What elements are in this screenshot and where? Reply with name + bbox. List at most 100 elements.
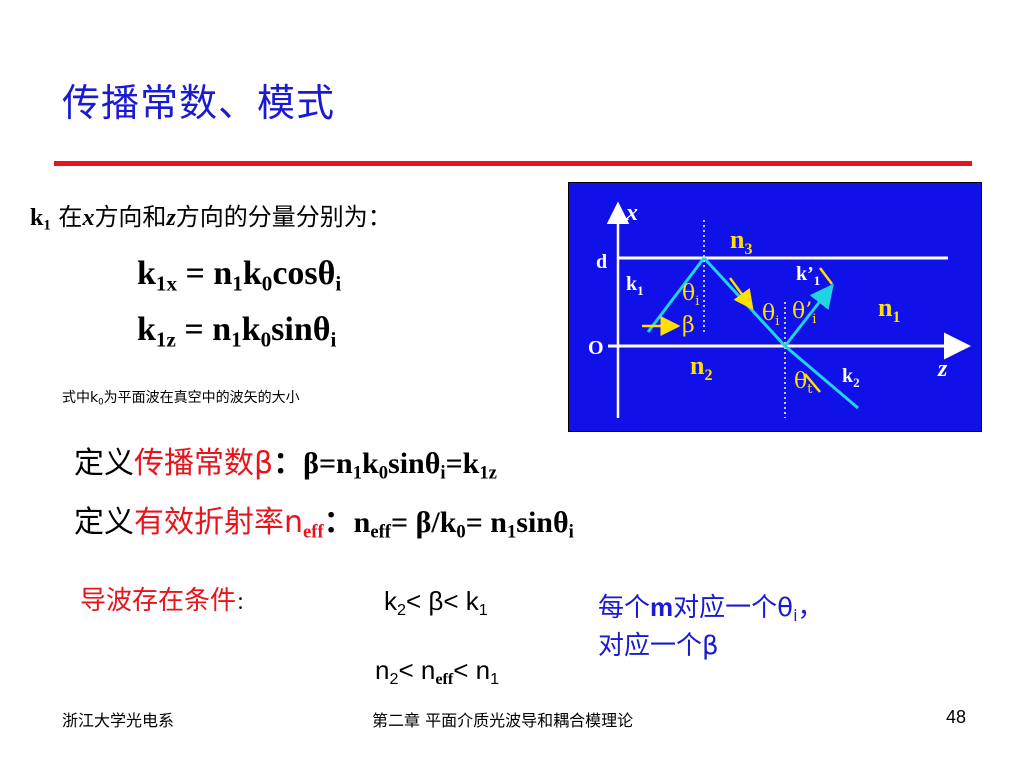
def1-s1: 1 (352, 462, 363, 484)
eq1-sub3: 0 (261, 271, 273, 296)
mode-note: 每个m对应一个θi， 对应一个β (598, 588, 824, 665)
def2-c: = β/k (390, 506, 457, 539)
note-a: 式中k (62, 390, 99, 406)
def2-e: sinθ (516, 506, 569, 539)
eq1-mid: = n (177, 255, 233, 292)
label-theta-i-mid: θi (762, 301, 779, 329)
definition-propagation-constant: 定义传播常数β：β=n1k0sinθi=k1z (74, 438, 497, 482)
ray-k1 (646, 257, 706, 333)
label-theta-i-prime: θ’i (792, 299, 816, 327)
eq2-mid: = n (175, 311, 232, 348)
inequality-beta: k2< β< k1 (384, 586, 488, 619)
label-n2: n2 (690, 351, 712, 384)
eq1-fn: cosθ (272, 255, 336, 292)
def1-c: k (362, 447, 379, 480)
ineq1-b: < β< k (405, 586, 479, 616)
k1p-arrow (819, 267, 833, 285)
ray-k2 (784, 344, 859, 410)
ineq2-s3: 1 (490, 669, 500, 688)
label-theta-t: θt (794, 369, 813, 397)
ineq2-b: < n (398, 655, 436, 685)
def1-b: ：β=n (273, 447, 353, 480)
eq1-sub4: i (335, 271, 342, 296)
ineq2-s2: eff (435, 670, 454, 688)
def2-a: 定义 (74, 505, 134, 540)
k-symbol: k (30, 205, 44, 231)
def2-s3: 1 (506, 521, 517, 543)
def1-e: =k (445, 447, 480, 480)
component-intro-line: k1 在x方向和z方向的分量分别为： (30, 197, 392, 234)
ineq2-c: < n (453, 655, 491, 685)
label-k2: k2 (842, 365, 860, 390)
k2-arrow (804, 373, 821, 393)
def2-b: ：n (323, 506, 371, 539)
cond-label-text: 导波存在条件 (80, 586, 237, 616)
k0-note: 式中k0为平面波在真空中的波矢的大小 (62, 387, 300, 407)
equation-k1x: k1x = n1k0cosθi (137, 255, 342, 296)
eq1-k0: k (242, 255, 262, 292)
slide-title: 传播常数、模式 (62, 81, 336, 125)
label-beta: β (682, 313, 695, 338)
cond-colon: ： (236, 593, 255, 614)
reflect-arrow (728, 277, 754, 311)
ineq2-a: n (375, 655, 390, 685)
eq1-sub-text: 1x (155, 271, 177, 296)
intro-text-c: 方向的分量分别为： (175, 203, 392, 231)
ray-k1-prime (783, 283, 834, 347)
axis-z-label: z (937, 356, 948, 382)
footer-department: 浙江大学光电系 (62, 711, 175, 730)
equation-k1z: k1z = n1k0sinθi (137, 311, 337, 352)
intro-text-a: 在 (50, 203, 83, 231)
def2-term: 有效折射率n (134, 505, 304, 540)
eq2-fn: sinθ (271, 311, 331, 348)
k-subscript: 1 (43, 217, 51, 234)
ineq2-s1: 2 (389, 669, 399, 688)
eq2-sub: 1z (155, 327, 176, 352)
ineq1-s2: 1 (478, 600, 488, 619)
label-n3: n3 (730, 225, 752, 258)
guided-wave-condition-label: 导波存在条件： (80, 580, 254, 617)
title-divider (54, 161, 972, 166)
side-sub: i (793, 605, 798, 625)
label-n1: n1 (878, 293, 900, 326)
eq1-k: k (137, 255, 156, 292)
eq2-sub4: i (330, 327, 337, 352)
footer-chapter: 第二章 平面介质光波导和耦合模理论 (372, 711, 634, 730)
label-origin: O (588, 337, 604, 359)
z-var: z (166, 205, 176, 231)
intro-text-b: 方向和 (94, 203, 167, 231)
label-d: d (596, 251, 607, 273)
def2-term-sub: eff (303, 521, 324, 543)
diagram-background (568, 182, 982, 432)
label-k1: k1 (626, 273, 644, 298)
note-sub: 0 (98, 397, 104, 408)
eq2-sub3: 0 (260, 327, 272, 352)
eq2-sub2: 1 (231, 327, 242, 352)
page-number: 48 (946, 707, 967, 727)
def1-s4: 1z (479, 462, 497, 484)
inequality-neff: n2< neff< n1 (375, 655, 500, 688)
def1-a: 定义 (74, 446, 134, 481)
side-a: 每个 (598, 593, 651, 623)
def1-term: 传播常数β (134, 446, 274, 481)
def2-d: = n (465, 506, 507, 539)
def1-s2: 0 (378, 462, 389, 484)
mode-note-line1: 每个m对应一个θi， (598, 588, 824, 627)
eq1-sub: 1x (156, 271, 177, 295)
note-b: 为平面波在真空中的波矢的大小 (103, 390, 300, 406)
eq2-k: k (137, 311, 156, 348)
ineq1-s1: 2 (397, 600, 406, 619)
definition-effective-index: 定义有效折射率neff：neff= β/k0= n1sinθi (74, 497, 574, 541)
side-b: 对应一个θ (673, 593, 794, 623)
eq2-k0: k (241, 311, 261, 348)
def2-s4: i (568, 521, 574, 543)
side-c: ， (797, 593, 824, 623)
waveguide-ray-diagram: x z d O k1 k’1 k2 θi θi θ’i θt β n3 n1 n… (568, 182, 982, 432)
def2-s2: 0 (456, 521, 466, 543)
label-theta-i-top: θi (682, 281, 699, 309)
def1-s3: i (440, 462, 446, 484)
def1-d: sinθ (388, 447, 441, 480)
mode-note-line2: 对应一个β (598, 631, 719, 661)
ineq1-a: k (384, 586, 397, 616)
eq1-sub2: 1 (232, 271, 243, 296)
